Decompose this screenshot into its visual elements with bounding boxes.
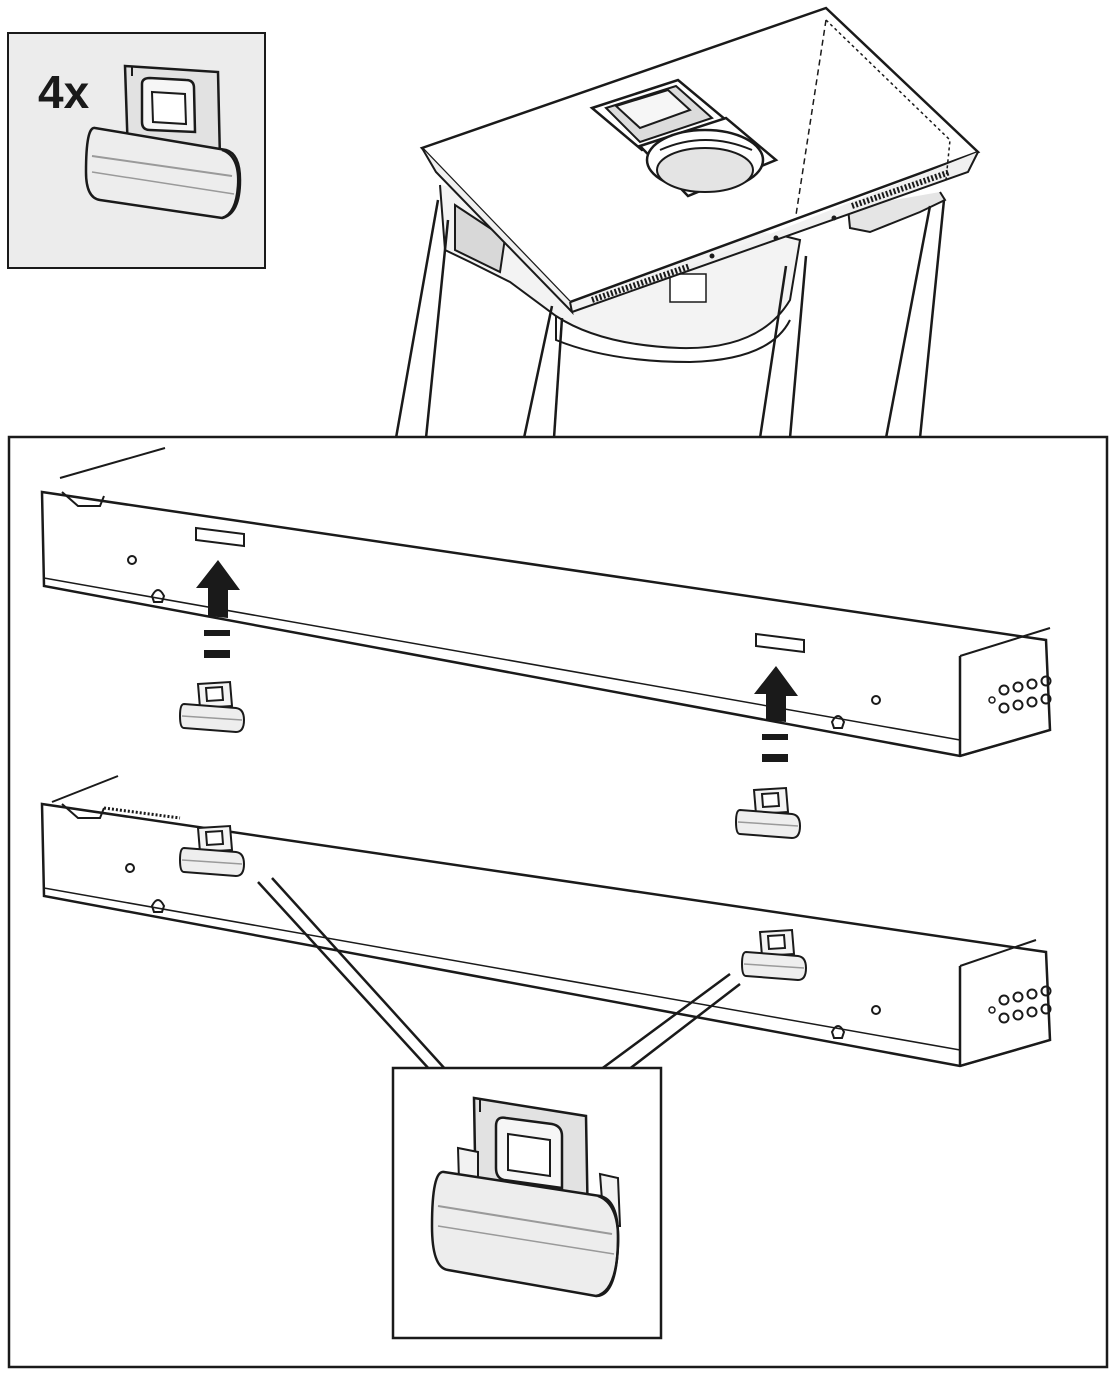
up-arrow-icon bbox=[196, 560, 240, 658]
zoom-leader-lines bbox=[257, 877, 741, 1072]
mounting-rail-icon bbox=[40, 775, 1052, 1068]
leader-lines bbox=[394, 199, 946, 439]
up-arrow-icon bbox=[754, 666, 798, 762]
mounting-rail-icon bbox=[40, 447, 1052, 758]
quantity-callout: 4x bbox=[7, 32, 266, 269]
clip-icon bbox=[84, 64, 242, 220]
clip-detail-inset bbox=[391, 1066, 663, 1340]
cooktop-hood-icon bbox=[419, 6, 981, 364]
clip-icon bbox=[430, 1096, 622, 1298]
quantity-label: 4x bbox=[38, 66, 90, 118]
